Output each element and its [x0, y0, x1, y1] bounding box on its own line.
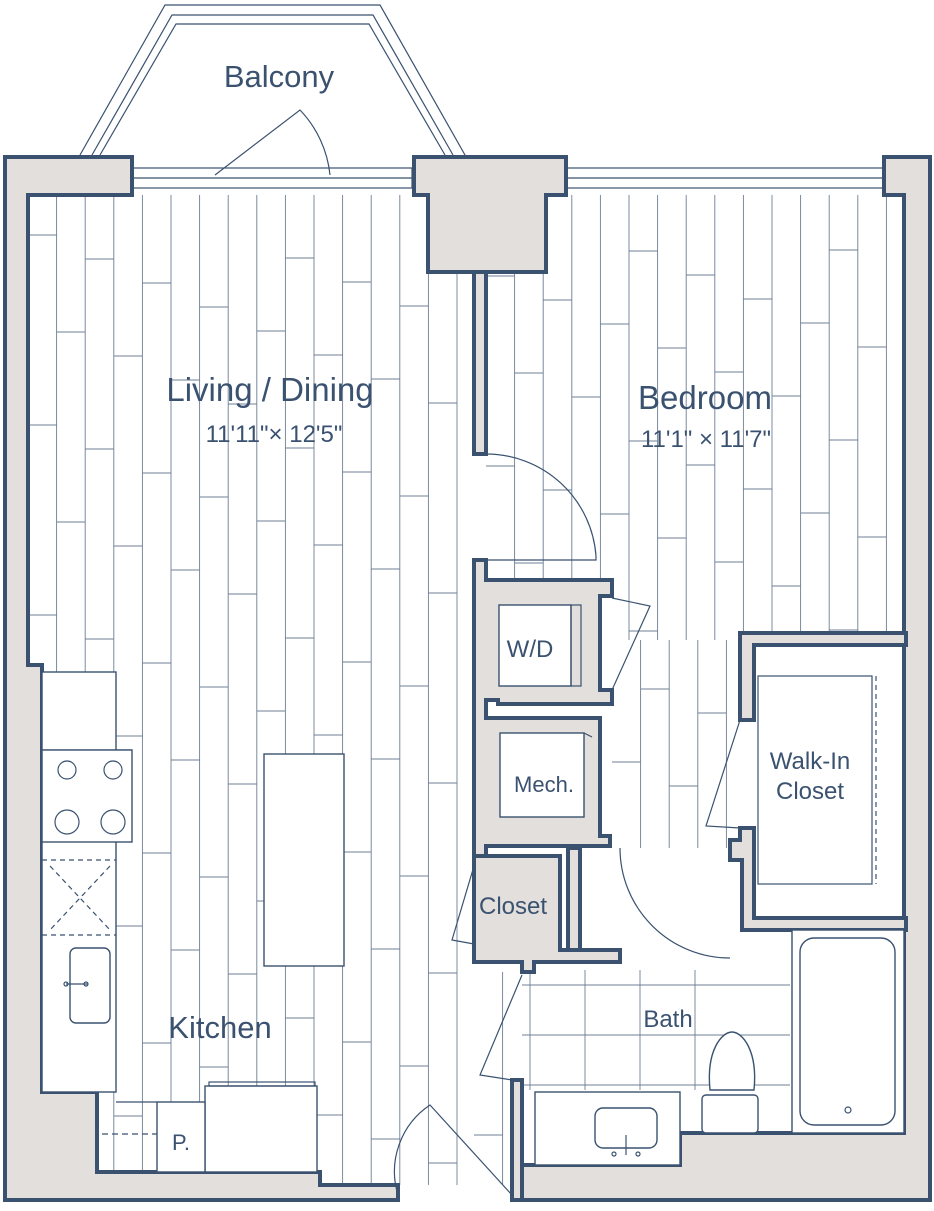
walkin-label-line1: Walk-In	[770, 748, 850, 775]
closet-label: Closet	[479, 893, 547, 920]
bath-label: Bath	[643, 1006, 692, 1033]
walkin-shelving	[757, 675, 877, 885]
window-bedroom	[565, 167, 885, 189]
stove-icon	[41, 749, 133, 843]
mech-label: Mech.	[514, 772, 574, 797]
doors	[214, 109, 741, 1196]
bedroom-label: Bedroom	[638, 379, 772, 416]
wd-unit	[498, 604, 582, 687]
wd-label: W/D	[507, 636, 554, 663]
sink-icon	[69, 947, 111, 1024]
mech-unit	[499, 732, 593, 818]
kitchen-label: Kitchen	[168, 1010, 271, 1045]
exterior-walls	[3, 155, 932, 1202]
living-dining-dims: 11'11"× 12'5"	[206, 421, 343, 448]
bedroom-dims: 11'1" × 11'7"	[641, 426, 771, 453]
bath-fixtures	[534, 929, 905, 1166]
walkin-label-line2: Closet	[776, 778, 844, 805]
balcony-label: Balcony	[224, 59, 335, 94]
fridge-icon	[204, 1085, 318, 1173]
balcony-railing	[79, 4, 466, 156]
kitchen-fixtures	[41, 671, 345, 1173]
living-dining-label: Living / Dining	[166, 371, 373, 408]
window-living	[131, 167, 413, 189]
toilet-icon	[701, 1094, 759, 1134]
pantry-label: P.	[172, 1130, 190, 1155]
kitchen-island	[263, 753, 345, 967]
